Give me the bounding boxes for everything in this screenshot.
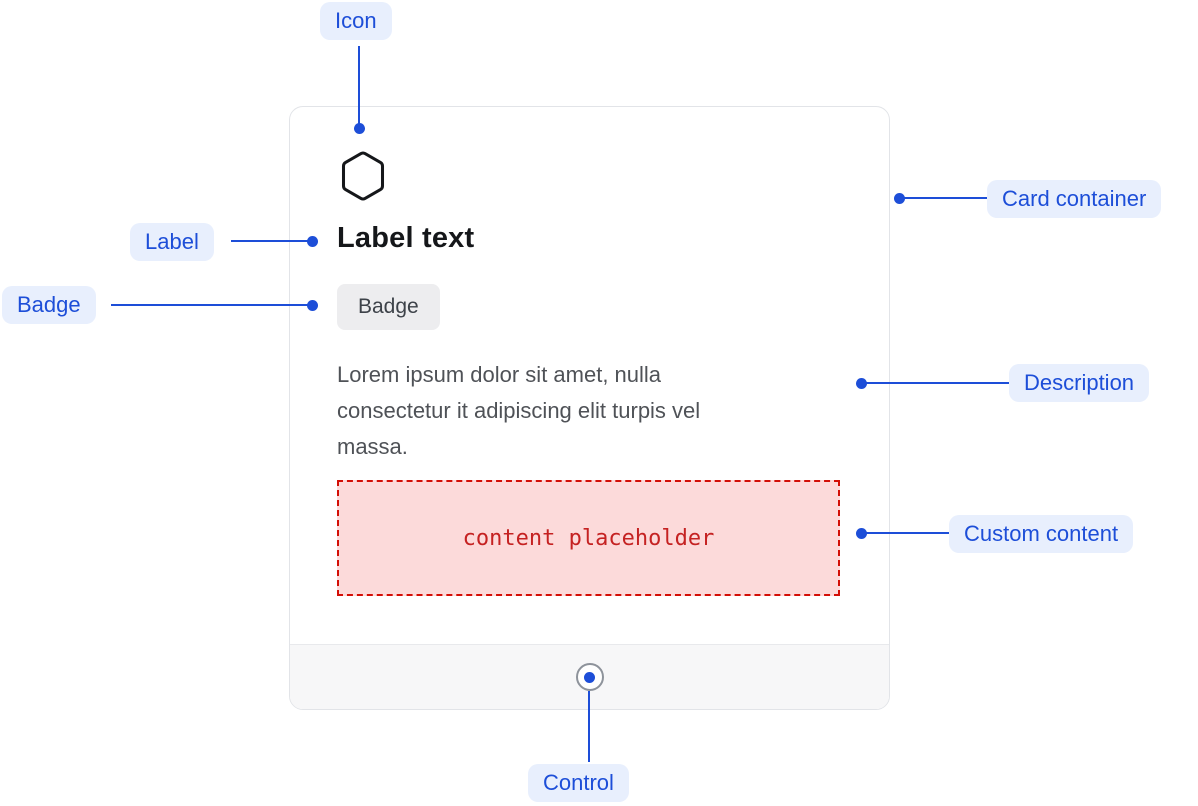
control-callout-line <box>588 691 590 762</box>
badge-annotation-pill: Badge <box>2 286 96 324</box>
icon-callout-line <box>358 46 360 128</box>
card-description: Lorem ipsum dolor sit amet, nulla consec… <box>337 357 837 465</box>
custom-content-annotation-pill: Custom content <box>949 515 1134 553</box>
custom-content-callout-dot <box>856 528 867 539</box>
description-annotation-pill: Description <box>1009 364 1150 402</box>
description-callout-dot <box>856 378 867 389</box>
control-annotation-pill: Control <box>528 764 629 802</box>
custom-content-slot: content placeholder <box>337 480 840 596</box>
description-line: massa. <box>337 434 408 459</box>
card-badge: Badge <box>337 284 440 330</box>
icon-callout-dot <box>354 123 365 134</box>
custom-content-callout-line <box>861 532 949 534</box>
description-line: consectetur it adipiscing elit turpis ve… <box>337 398 701 423</box>
card-container-callout-line <box>899 197 987 199</box>
control-callout-dot <box>584 671 595 683</box>
card-container-callout-dot <box>894 193 905 204</box>
description-callout-line <box>861 382 1009 384</box>
hexagon-icon <box>341 151 385 201</box>
label-callout-dot <box>307 236 318 247</box>
description-line: Lorem ipsum dolor sit amet, nulla <box>337 362 662 387</box>
icon-annotation-pill: Icon <box>320 2 392 40</box>
card-container: Label text Badge Lorem ipsum dolor sit a… <box>289 106 890 710</box>
placeholder-text: content placeholder <box>462 525 715 551</box>
card-label: Label text <box>337 222 475 254</box>
card-container-annotation-pill: Card container <box>987 180 1162 218</box>
label-callout-line <box>231 240 312 242</box>
control-button[interactable] <box>575 663 604 691</box>
badge-callout-dot <box>307 300 318 311</box>
label-annotation-pill: Label <box>130 223 214 261</box>
badge-callout-line <box>111 304 312 306</box>
